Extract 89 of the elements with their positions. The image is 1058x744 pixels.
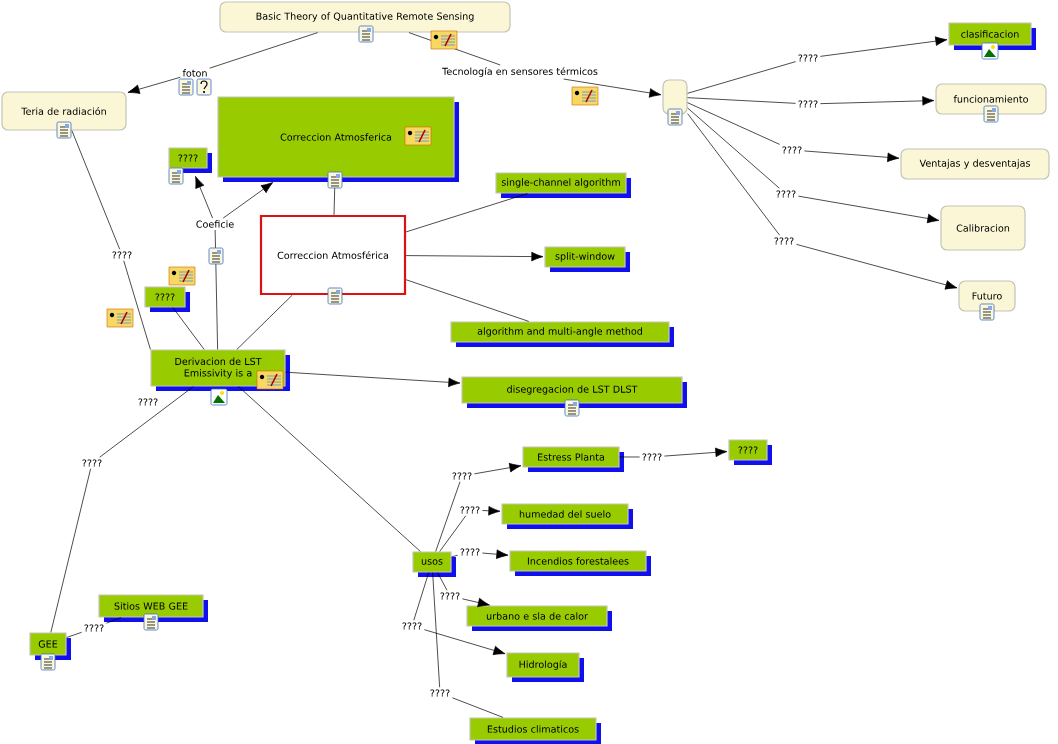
connector (820, 96, 935, 106)
connector (236, 294, 293, 350)
connector (209, 32, 319, 69)
connector (482, 506, 501, 516)
linking-phrase: ???? (798, 100, 818, 108)
concept-box: disegregacion de LST DLST (461, 376, 687, 408)
connector (50, 468, 91, 633)
connector (687, 107, 780, 189)
linking-phrase: foton (182, 69, 207, 77)
connector (451, 554, 458, 558)
concept-box: Basic Theory of Quantitative Remote Sensing (219, 1, 511, 33)
concept-box: single-channel algorithm (495, 172, 631, 198)
connector (222, 182, 274, 219)
concept-box: Calibracion (940, 205, 1026, 251)
linking-phrase: ???? (460, 506, 480, 514)
connector (563, 78, 662, 98)
connector (804, 150, 900, 163)
connector (238, 386, 421, 552)
linking-phrase: ???? (112, 251, 132, 259)
connector (66, 631, 82, 638)
connector (432, 572, 440, 688)
connector (796, 244, 958, 290)
concept-box: ???? (144, 286, 190, 312)
concept-box: Correccion Atmosférica (259, 214, 407, 296)
connector (687, 97, 796, 104)
concept-box (662, 79, 688, 115)
linking-phrase: ???? (452, 472, 472, 480)
connector (214, 229, 218, 350)
concept-box: Ventajas y desventajas (900, 148, 1050, 180)
linking-phrase: ???? (782, 146, 802, 154)
connector (71, 130, 121, 250)
connector (405, 193, 528, 233)
connector (99, 386, 194, 458)
concept-box: Correccion Atmosferica (217, 96, 459, 182)
concept-box: ???? (168, 147, 212, 173)
connector (687, 113, 780, 236)
connector (687, 102, 780, 145)
concept-box: GEE (29, 632, 71, 660)
concept-box: Hidrología (506, 652, 584, 682)
connector (437, 572, 448, 591)
connector (664, 447, 728, 458)
linking-phrase: ???? (798, 54, 818, 62)
concept-box: funcionamiento (935, 83, 1047, 115)
concept-box: Estress Planta (522, 446, 624, 472)
connector (195, 176, 213, 219)
connector (405, 251, 544, 262)
concept-box: algorithm and multi-angle method (450, 321, 674, 347)
connector (123, 260, 151, 350)
concept-box: Teria de radiación (1, 91, 127, 131)
linking-phrase: ???? (774, 237, 794, 245)
connector (413, 572, 430, 621)
linking-phrase: ???? (642, 453, 662, 461)
concept-box: Sitios WEB GEE (98, 594, 208, 622)
link-label: ???? (138, 398, 158, 406)
concept-box: Estudios climaticos (469, 717, 601, 744)
linking-phrase: ???? (402, 622, 422, 630)
concept-box: humedad del suelo (501, 503, 633, 529)
connector (127, 76, 181, 94)
concept-box: Futuro (958, 280, 1016, 312)
connector (435, 481, 461, 552)
connector (482, 549, 509, 559)
linking-phrase: ???? (460, 548, 480, 556)
connector (424, 629, 506, 656)
concept-box: ???? (728, 439, 772, 465)
connector (462, 597, 490, 608)
connector (798, 195, 940, 224)
connector (106, 617, 122, 624)
connector (820, 36, 948, 57)
connector (619, 456, 640, 458)
linking-phrase: ???? (440, 592, 460, 600)
concept-box: Derivacion de LST Emissivity is a (150, 349, 290, 391)
concept-box: split-window (544, 246, 630, 272)
concept-box: Incendios forestalees (509, 550, 651, 576)
connector (172, 307, 205, 350)
linking-phrase: ???? (84, 624, 104, 632)
concept-box: usos (412, 551, 456, 577)
linking-phrase: ???? (430, 689, 450, 697)
linking-phrase: ???? (82, 459, 102, 467)
connector (285, 371, 461, 388)
concept-box: urbano e sla de calor (466, 605, 612, 631)
connector (687, 61, 796, 94)
linking-phrase: ???? (776, 190, 796, 198)
connector (405, 279, 530, 322)
linking-phrase: Coeficie (196, 220, 234, 228)
connector (452, 697, 504, 718)
connector (474, 462, 522, 475)
connector (439, 515, 467, 552)
linking-phrase: Tecnología en sensores térmicos (442, 67, 598, 77)
concept-box: clasificacion (948, 22, 1036, 50)
